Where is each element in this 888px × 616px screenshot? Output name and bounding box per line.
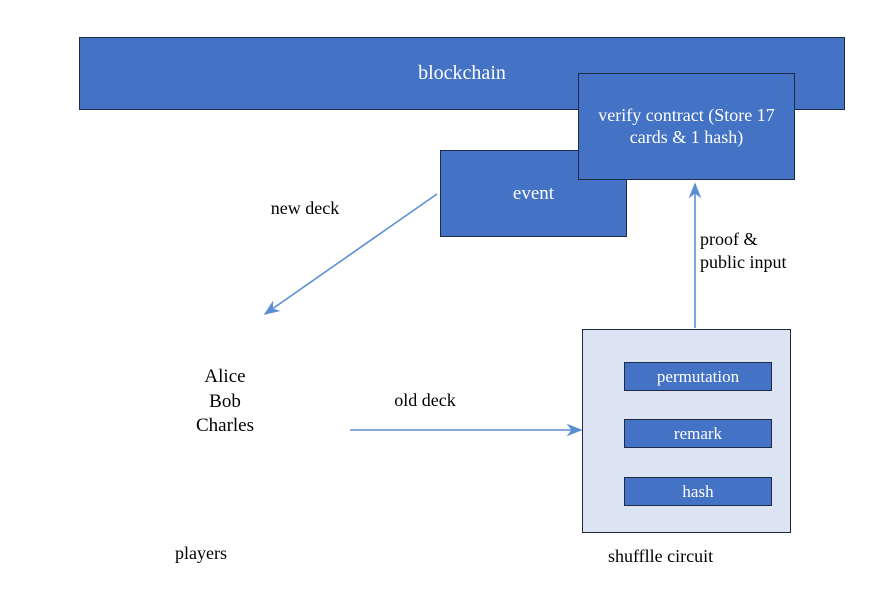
proof-public-input-label: proof & public input <box>700 229 787 273</box>
old-deck-label: old deck <box>394 390 456 410</box>
verify-contract-label: verify contract (Store 17 cards & 1 hash… <box>598 104 775 147</box>
players-names-label: Alice Bob Charles <box>195 366 255 437</box>
new-deck-label: new deck <box>270 198 340 218</box>
verify-contract-box[interactable]: verify contract (Store 17 cards & 1 hash… <box>578 73 795 180</box>
remark-label: remark <box>673 423 723 443</box>
shuffle-circuit-caption: shufflle circuit <box>608 546 714 566</box>
permutation-label: permutation <box>656 366 740 386</box>
blockchain-label: blockchain <box>418 62 506 85</box>
remark-box[interactable]: remark <box>624 419 772 448</box>
players-caption: players <box>175 543 227 563</box>
event-label: event <box>512 182 555 204</box>
hash-box[interactable]: hash <box>624 477 772 506</box>
permutation-box[interactable]: permutation <box>624 362 772 391</box>
hash-label: hash <box>682 481 714 501</box>
